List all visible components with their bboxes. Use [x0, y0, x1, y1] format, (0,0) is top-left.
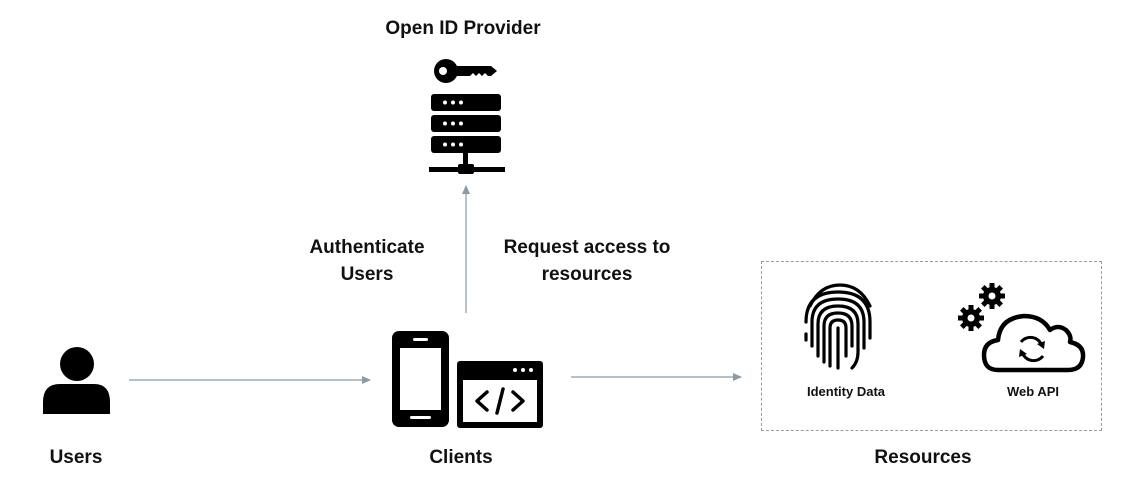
resources-label: Resources	[874, 447, 972, 468]
mobile-phone-icon	[392, 331, 449, 427]
fingerprint-icon	[804, 283, 872, 370]
authenticate-users-label: Authenticate Users	[309, 237, 425, 285]
clients-label: Clients	[429, 447, 493, 468]
cloud-sync-icon	[981, 313, 1086, 373]
provider-title: Open ID Provider	[385, 18, 541, 39]
gears-icon	[958, 283, 1005, 331]
code-window-icon	[457, 361, 543, 428]
server-icon	[429, 94, 505, 174]
users-label: Users	[49, 447, 103, 468]
request-access-label: Request access to resources	[503, 237, 671, 285]
key-icon	[434, 59, 497, 83]
resources-container	[761, 261, 1102, 431]
identity-data-label: Identity Data	[806, 384, 885, 399]
web-api-label: Web API	[1006, 384, 1059, 399]
user-icon	[43, 347, 110, 414]
